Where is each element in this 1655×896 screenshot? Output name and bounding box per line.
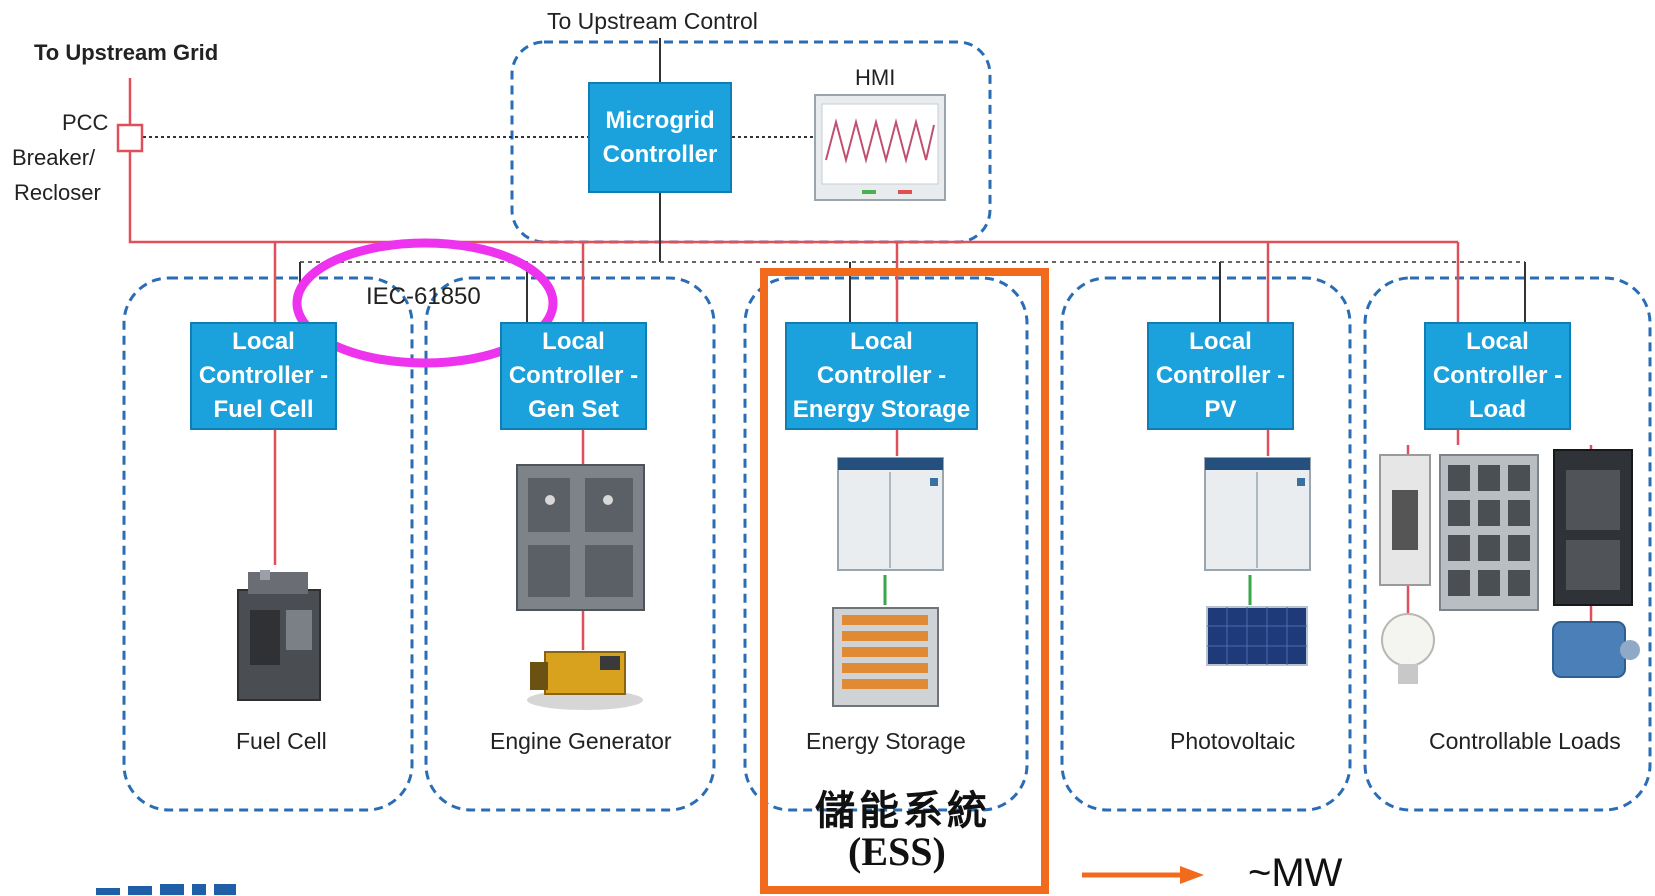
scale-label: ~MW bbox=[1248, 851, 1343, 895]
pv-inverter-image bbox=[1204, 457, 1311, 571]
load-controller-line-1: Local bbox=[1466, 328, 1529, 355]
microgrid-controller-line-1: Microgrid bbox=[605, 106, 715, 134]
hmi-label: HMI bbox=[855, 65, 896, 90]
microgrid-controller-line-2: Controller bbox=[602, 140, 718, 168]
genset-switchgear-image bbox=[516, 464, 645, 611]
iec-61850-highlight-ellipse bbox=[292, 238, 558, 368]
energy-storage-controller-line-3: Energy Storage bbox=[792, 396, 971, 423]
pv-controller-line-3: PV bbox=[1204, 396, 1237, 423]
drive-cabinet-image bbox=[1553, 449, 1633, 606]
engine-generator-caption: Engine Generator bbox=[490, 728, 672, 754]
fuel-cell-controller-line-2: Controller - bbox=[198, 362, 329, 389]
upstream-grid-line bbox=[128, 78, 1458, 244]
upstream-control-label: To Upstream Control bbox=[547, 8, 758, 34]
breaker-label: Breaker/ bbox=[12, 145, 96, 170]
fuel-cell-caption: Fuel Cell bbox=[236, 728, 327, 754]
battery-rack-image bbox=[832, 607, 939, 707]
engine-generator-image bbox=[527, 651, 643, 710]
fuel-cell-group-box bbox=[122, 276, 414, 812]
electric-motor-image bbox=[1552, 621, 1640, 678]
energy-storage-controller-line-1: Local bbox=[850, 328, 913, 355]
load-controller-line-2: Controller - bbox=[1432, 362, 1563, 389]
upstream-grid-label: To Upstream Grid bbox=[34, 40, 219, 65]
photovoltaic-caption: Photovoltaic bbox=[1170, 728, 1296, 754]
hmi-screen-icon bbox=[814, 94, 946, 201]
microgrid-controller: Microgrid Controller bbox=[588, 82, 732, 193]
ess-abbrev-label: (ESS) bbox=[848, 829, 946, 874]
pv-controller-line-1: Local bbox=[1189, 328, 1252, 355]
ess-chinese-label: 儲能系統 bbox=[815, 787, 991, 834]
gen-set-controller-line-2: Controller - bbox=[508, 362, 639, 389]
breaker-panel-image bbox=[1379, 454, 1431, 586]
light-bulb-image bbox=[1381, 613, 1435, 684]
ess-highlight-box bbox=[760, 268, 1049, 894]
local-controller-pv: Local Controller - PV bbox=[1147, 322, 1294, 430]
pcc-breaker-symbol bbox=[116, 123, 144, 153]
recloser-label: Recloser bbox=[14, 180, 101, 205]
gen-set-group-box bbox=[424, 276, 716, 812]
pv-group-box bbox=[1060, 276, 1352, 812]
motor-control-center-image bbox=[1439, 454, 1539, 611]
loads-group-box bbox=[1363, 276, 1652, 812]
fuel-cell-controller-line-3: Fuel Cell bbox=[213, 396, 314, 423]
local-controller-energy-storage: Local Controller - Energy Storage bbox=[785, 322, 978, 430]
pv-controller-line-2: Controller - bbox=[1155, 362, 1286, 389]
local-controller-load: Local Controller - Load bbox=[1424, 322, 1571, 430]
fuel-cell-unit-image bbox=[237, 570, 321, 701]
logo-partial-image bbox=[96, 884, 236, 895]
scale-arrow bbox=[1082, 866, 1204, 884]
local-controller-gen-set: Local Controller - Gen Set bbox=[500, 322, 647, 430]
gen-set-controller-line-3: Gen Set bbox=[528, 396, 619, 423]
energy-storage-caption: Energy Storage bbox=[806, 728, 966, 754]
energy-storage-controller-line-2: Controller - bbox=[816, 362, 947, 389]
solar-panel-image bbox=[1206, 606, 1308, 666]
iec-61850-label: IEC-61850 bbox=[366, 283, 481, 310]
local-controller-fuel-cell: Local Controller - Fuel Cell bbox=[190, 322, 337, 430]
controllable-loads-caption: Controllable Loads bbox=[1429, 728, 1621, 754]
fuel-cell-controller-line-1: Local bbox=[232, 328, 295, 355]
energy-storage-group-box bbox=[743, 276, 1029, 812]
gen-set-controller-line-1: Local bbox=[542, 328, 605, 355]
load-controller-line-3: Load bbox=[1468, 396, 1527, 423]
pcc-label: PCC bbox=[62, 110, 109, 135]
ess-inverter-image bbox=[837, 457, 944, 571]
